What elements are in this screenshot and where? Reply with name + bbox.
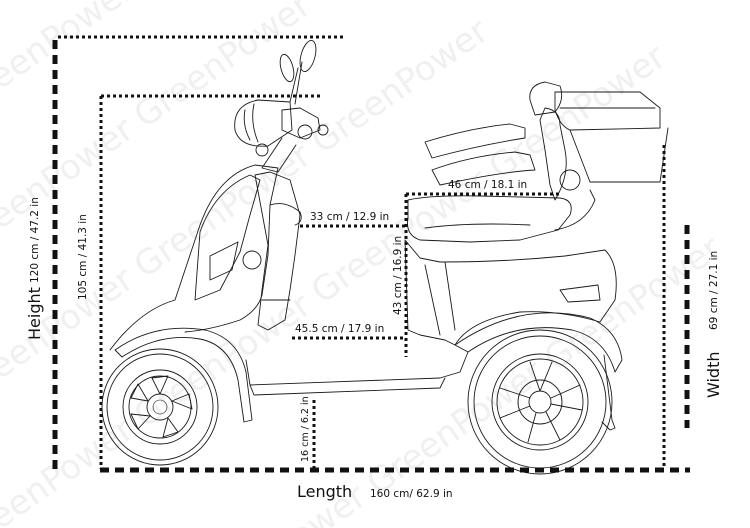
leg-shield	[254, 171, 301, 331]
rear-fender	[454, 312, 623, 373]
height-title: Height	[25, 287, 44, 340]
seat-height-value: 43 cm / 16.9 in	[392, 236, 404, 315]
seat-cushion	[407, 195, 572, 243]
handlebar	[255, 39, 329, 173]
top-box	[554, 91, 661, 131]
length-title: Length	[297, 482, 352, 501]
handlebar-height-value: 105 cm / 41.3 in	[77, 214, 89, 300]
front-wheel	[101, 348, 219, 466]
floor-length-value: 45.5 cm / 17.9 in	[295, 323, 384, 335]
backrest	[539, 107, 567, 201]
seat-depth-value: 46 cm / 18.1 in	[448, 179, 527, 191]
width-value: 69 cm / 27.1 in	[708, 251, 720, 330]
watermark: GreenPower GreenPower GreenPower GreenPo…	[0, 0, 729, 528]
length-value: 160 cm/ 62.9 in	[370, 488, 453, 500]
scooter-drawing	[101, 39, 669, 475]
width-title: Width	[704, 352, 723, 398]
headlight	[234, 99, 293, 147]
chassis	[245, 351, 469, 386]
dimension-labels: Height 120 cm / 47.2 in 105 cm / 41.3 in…	[25, 179, 723, 501]
ground-clearance-value: 16 cm / 6.2 in	[300, 396, 311, 462]
headrest	[529, 81, 563, 116]
front-body	[109, 164, 279, 351]
armrest	[424, 123, 526, 159]
dimension-lines	[52, 35, 690, 473]
rear-wheel	[467, 329, 613, 475]
height-value: 120 cm / 47.2 in	[29, 197, 41, 283]
rear-body	[404, 239, 617, 346]
front-fender	[114, 327, 253, 423]
seat-to-steering-value: 33 cm / 12.9 in	[310, 211, 389, 223]
